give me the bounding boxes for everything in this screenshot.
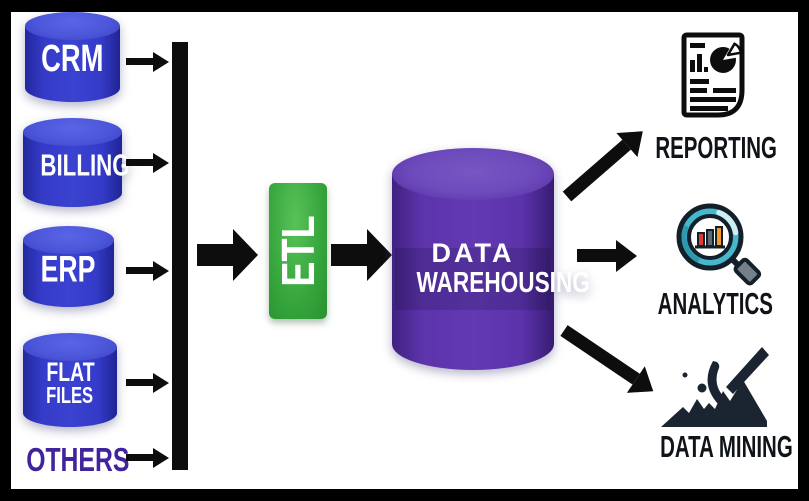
arrow-warehouse-to-data-mining <box>560 325 640 385</box>
source-cylinder-billing: BILLING <box>23 118 130 207</box>
magnifier-chart-icon <box>676 203 762 286</box>
cylinder-body <box>392 174 554 370</box>
mini-pie-chart-icon <box>709 42 743 73</box>
etl-box: ETL <box>269 183 327 319</box>
reporting-label: REPORTING <box>655 130 777 165</box>
arrow-billing-to-bar <box>126 159 153 166</box>
cylinder-top <box>25 12 120 40</box>
collector-bar <box>172 42 188 470</box>
arrow-warehouse-to-reporting <box>562 139 631 202</box>
source-label-billing: BILLING <box>40 147 130 183</box>
cylinder-top <box>23 333 117 361</box>
mini-bar-chart-icon <box>690 54 708 72</box>
arrow-crm-to-bar <box>126 58 153 65</box>
etl-label: ETL <box>272 215 324 287</box>
data-mining-label: DATA MINING <box>660 429 793 464</box>
cylinder-top <box>23 226 114 254</box>
source-label-erp: ERP <box>41 247 96 289</box>
source-cylinder-crm: CRM <box>25 12 120 102</box>
source-label-others: OTHERS <box>26 441 130 478</box>
warehouse-cylinder: DATA WAREHOUSING <box>392 148 590 370</box>
pickaxe-mountain-icon <box>661 347 769 427</box>
source-cylinder-flat-files: FLAT FILES <box>23 333 117 427</box>
source-label-crm: CRM <box>41 37 104 80</box>
arrow-etl-to-warehouse <box>331 244 367 266</box>
warehouse-text-band <box>395 248 551 310</box>
arrow-flat-files-to-bar <box>126 379 153 386</box>
source-cylinder-erp: ERP <box>23 226 114 307</box>
report-document-icon <box>681 32 745 118</box>
analytics-label: ANALYTICS <box>657 286 773 321</box>
cylinder-top <box>23 118 122 146</box>
arrow-bar-to-etl <box>197 244 233 266</box>
source-label-flat-files: FLAT FILES <box>45 357 95 408</box>
magnifier-bars-icon <box>695 226 725 249</box>
arrow-others-to-bar <box>126 454 153 461</box>
arrow-warehouse-to-analytics <box>577 249 616 262</box>
cylinder-top <box>392 148 554 200</box>
arrow-erp-to-bar <box>126 267 153 274</box>
warehouse-label: DATA WAREHOUSING <box>416 238 590 299</box>
